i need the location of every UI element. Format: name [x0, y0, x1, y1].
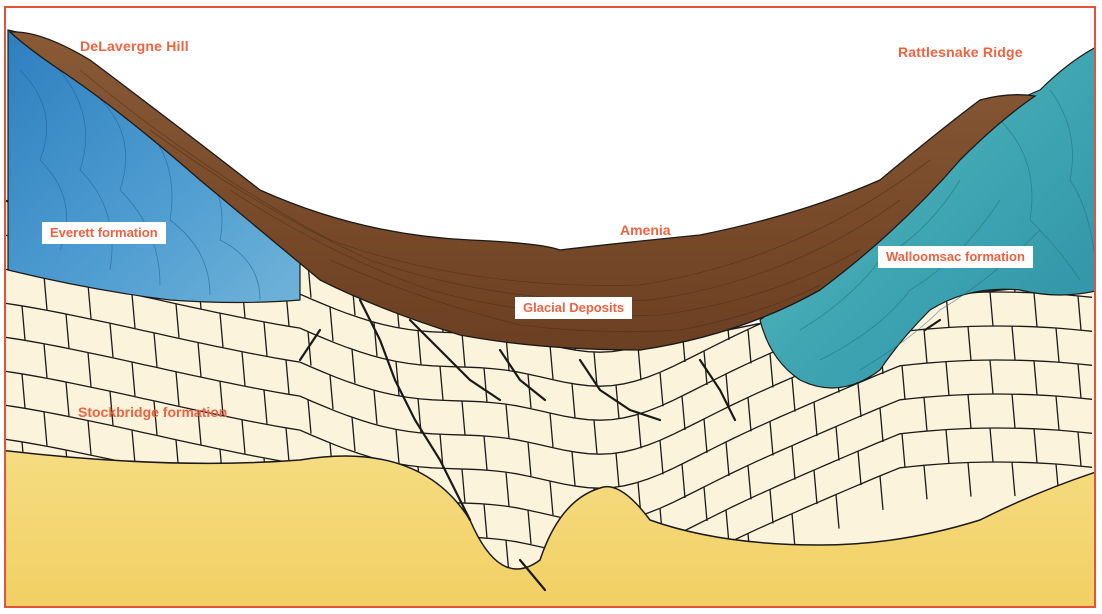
everett-formation-region	[8, 30, 300, 303]
walloomsac-formation-label: Walloomsac formation	[878, 246, 1033, 268]
everett-formation-label: Everett formation	[42, 222, 166, 244]
stockbridge-block-joint	[0, 200, 3, 234]
amenia-label: Amenia	[620, 222, 671, 238]
stockbridge-block-joint	[0, 472, 3, 506]
rattlesnake-ridge-label: Rattlesnake Ridge	[898, 44, 1023, 60]
delavergne-hill-label: DeLavergne Hill	[80, 38, 189, 54]
glacial-deposits-label: Glacial Deposits	[515, 297, 632, 319]
stockbridge-block-joint	[0, 404, 3, 438]
stockbridge-formation-label: Stockbridge formation	[78, 404, 227, 420]
stockbridge-block-joint	[0, 268, 3, 302]
stockbridge-block-joint	[0, 336, 3, 370]
